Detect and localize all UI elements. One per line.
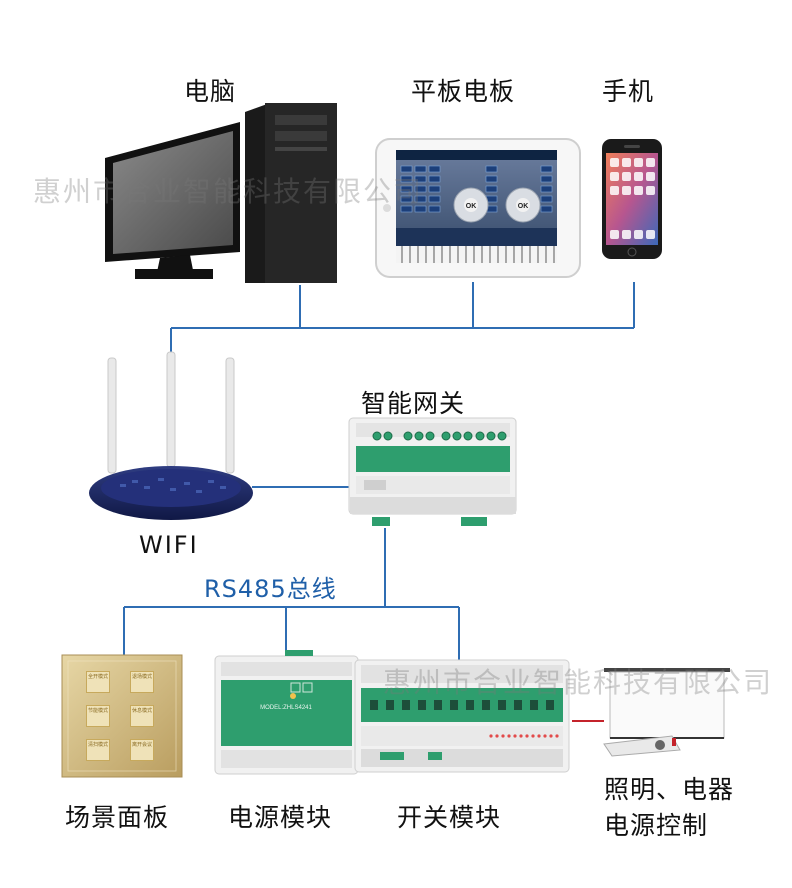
tablet-ok-right: OK bbox=[518, 203, 529, 210]
label-gateway: 智能网关 bbox=[361, 389, 466, 418]
scene-buttons: 全开模式 退场模式 节能模式 休息模式 清扫模式 离开会议 bbox=[86, 671, 162, 763]
scene-button-1[interactable]: 全开模式 bbox=[86, 671, 110, 693]
scene-button-6[interactable]: 离开会议 bbox=[130, 739, 154, 761]
label-wifi: WIFI bbox=[139, 531, 199, 559]
label-scene-panel: 场景面板 bbox=[65, 803, 170, 832]
phone-icon bbox=[602, 139, 662, 259]
label-output-line1: 照明、电器 bbox=[604, 775, 735, 804]
wifi-router-icon bbox=[89, 351, 253, 520]
label-switch-module: 开关模块 bbox=[397, 803, 502, 832]
label-tablet: 平板电板 bbox=[411, 77, 516, 106]
scene-button-5[interactable]: 清扫模式 bbox=[86, 739, 110, 761]
label-power-module: 电源模块 bbox=[228, 803, 333, 832]
tablet-icon: OK OK bbox=[375, 138, 581, 278]
scene-button-2[interactable]: 退场模式 bbox=[130, 671, 154, 693]
computer-icon bbox=[105, 103, 337, 283]
label-phone: 手机 bbox=[602, 77, 655, 106]
power-module-model: MODEL:ZHLS4241 bbox=[260, 705, 312, 711]
power-module-device: MODEL:ZHLS4241 bbox=[214, 650, 359, 775]
connection-lines bbox=[123, 282, 635, 660]
label-output-line2: 电源控制 bbox=[604, 811, 709, 840]
switch-module-device bbox=[354, 659, 570, 773]
tablet-ok-left: OK bbox=[466, 203, 477, 210]
smart-gateway-device bbox=[348, 417, 517, 526]
label-computer: 电脑 bbox=[184, 77, 237, 106]
scene-button-4[interactable]: 休息模式 bbox=[130, 705, 154, 727]
label-rs485-bus: RS485总线 bbox=[204, 575, 337, 603]
scene-button-3[interactable]: 节能模式 bbox=[86, 705, 110, 727]
scene-panel-device bbox=[61, 654, 183, 778]
projector-screen-icon bbox=[603, 668, 730, 757]
